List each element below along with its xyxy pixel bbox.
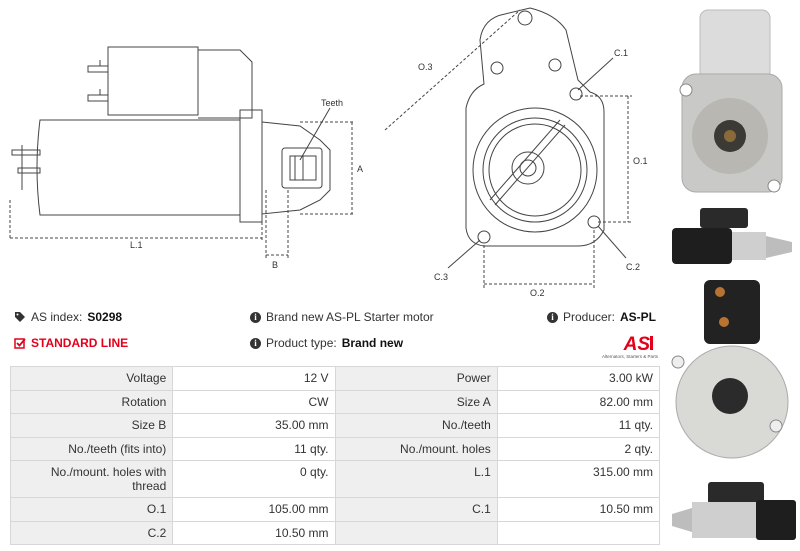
b-dimension-label: B bbox=[272, 260, 278, 270]
info-circle-icon: i bbox=[250, 337, 261, 349]
standard-line-text: STANDARD LINE bbox=[31, 336, 129, 350]
table-row: No./mount. holes with thread 0 qty. L.1 … bbox=[9, 460, 661, 498]
specs-table: Voltage 12 V Power 3.00 kW Rotation CW S… bbox=[9, 366, 661, 545]
product-type: i Product type: Brand new bbox=[250, 336, 403, 350]
spec-label: No./teeth (fits into) bbox=[9, 436, 174, 461]
o3-dimension-label: O.3 bbox=[418, 62, 433, 72]
spec-value: 10.50 mm bbox=[496, 497, 661, 522]
spec-value: 3.00 kW bbox=[496, 366, 661, 391]
producer-label: Producer: bbox=[562, 310, 615, 324]
info-circle-icon: i bbox=[546, 311, 558, 323]
flange-bore-outer bbox=[472, 107, 598, 233]
photo-rear-view bbox=[671, 280, 789, 459]
c2-dimension-label: C.2 bbox=[626, 262, 640, 272]
as-index-label: AS index: bbox=[31, 310, 83, 324]
spec-label bbox=[334, 520, 498, 545]
l1-dimension-label: L.1 bbox=[130, 240, 143, 250]
product-description: i Brand new AS-PL Starter motor bbox=[250, 310, 434, 324]
spec-label: Voltage bbox=[9, 366, 174, 391]
as-pl-logo: AS Alternators, Starters & Parts bbox=[588, 333, 658, 361]
product-info: AS index: S0298 STANDARD LINE i Brand ne… bbox=[14, 310, 660, 360]
o1-dimension-label: O.1 bbox=[633, 156, 648, 166]
motor-body-outline bbox=[36, 119, 241, 216]
spec-value bbox=[496, 520, 661, 545]
a-dimension-label: A bbox=[357, 164, 363, 174]
spec-value: 11 qty. bbox=[172, 436, 336, 461]
photo-side-view bbox=[672, 208, 792, 264]
info-circle-icon: i bbox=[250, 311, 261, 323]
c3-dimension-label: C.3 bbox=[434, 272, 448, 282]
spec-label: No./teeth bbox=[334, 413, 498, 438]
spec-label: Power bbox=[334, 366, 498, 391]
spec-value: 11 qty. bbox=[496, 413, 661, 438]
table-row: Size B 35.00 mm No./teeth 11 qty. bbox=[9, 413, 661, 438]
as-index-value: S0298 bbox=[87, 310, 123, 324]
spec-value: 82.00 mm bbox=[496, 389, 661, 414]
spec-value: 35.00 mm bbox=[172, 413, 336, 438]
svg-text:AS: AS bbox=[623, 334, 651, 353]
photo-angle-view bbox=[672, 482, 796, 540]
spec-value: 315.00 mm bbox=[496, 460, 661, 498]
description-text: Brand new AS-PL Starter motor bbox=[266, 310, 434, 324]
spec-value: CW bbox=[172, 389, 336, 414]
starter-dimension-drawing: Teeth L.1 B A O.3 C.1 O.1 C.3 C.2 O.2 bbox=[9, 7, 648, 298]
tag-icon bbox=[15, 312, 25, 322]
spec-label: Rotation bbox=[9, 389, 174, 414]
spec-value: 2 qty. bbox=[496, 436, 661, 461]
c1-dimension-label: C.1 bbox=[614, 48, 628, 58]
spec-label: Size B bbox=[9, 413, 174, 438]
logo-tagline: Alternators, Starters & Parts bbox=[601, 354, 658, 359]
standard-line-badge: STANDARD LINE bbox=[14, 336, 128, 350]
flange-outline bbox=[465, 7, 605, 247]
spec-label: No./mount. holes bbox=[334, 436, 498, 461]
o2-dimension-label: O.2 bbox=[530, 288, 545, 298]
spec-value: 0 qty. bbox=[172, 460, 336, 498]
table-row: O.1 105.00 mm C.1 10.50 mm bbox=[9, 497, 661, 522]
spec-value: 12 V bbox=[172, 366, 336, 391]
spec-value: 105.00 mm bbox=[172, 497, 336, 522]
technical-drawing: Teeth L.1 B A O.3 C.1 O.1 C.3 C.2 O.2 bbox=[0, 0, 660, 300]
table-row: No./teeth (fits into) 11 qty. No./mount.… bbox=[9, 436, 661, 461]
spec-value: 10.50 mm bbox=[172, 520, 336, 545]
table-row: C.2 10.50 mm bbox=[9, 520, 661, 545]
producer: i Producer: AS-PL bbox=[546, 310, 656, 324]
spec-label: L.1 bbox=[334, 460, 498, 498]
product-photo-strip bbox=[664, 0, 800, 551]
product-type-label: Product type: bbox=[266, 336, 337, 350]
spec-label: O.1 bbox=[9, 497, 174, 522]
product-type-value: Brand new bbox=[341, 336, 404, 350]
teeth-label: Teeth bbox=[321, 98, 343, 108]
spec-label: No./mount. holes with thread bbox=[9, 460, 174, 498]
spec-label: Size A bbox=[334, 389, 498, 414]
spec-label: C.2 bbox=[9, 520, 174, 545]
as-index: AS index: S0298 bbox=[14, 310, 122, 324]
spec-label: C.1 bbox=[334, 497, 498, 522]
as-logo-mark: AS bbox=[623, 334, 653, 353]
solenoid-outline bbox=[107, 46, 199, 116]
photo-front-view bbox=[679, 9, 783, 193]
producer-value: AS-PL bbox=[620, 310, 656, 324]
table-row: Voltage 12 V Power 3.00 kW bbox=[9, 366, 661, 391]
table-row: Rotation CW Size A 82.00 mm bbox=[9, 389, 661, 414]
checkbox-checked-icon bbox=[14, 338, 26, 349]
